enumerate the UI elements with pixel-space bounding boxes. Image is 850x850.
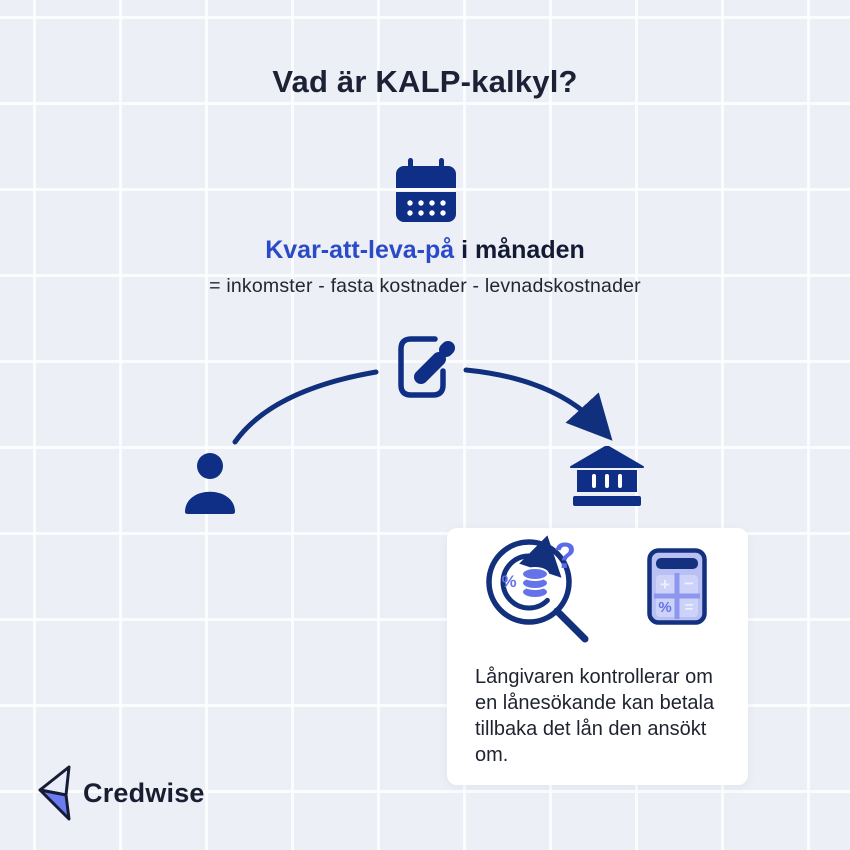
kalp-heading-rest: i månaden — [461, 236, 585, 264]
brand-footer: Credwise — [33, 764, 205, 822]
calc-equals-glyph: = — [685, 599, 694, 616]
calculator-icon: + − % = — [647, 548, 707, 625]
calendar-icon — [396, 158, 456, 222]
calc-percent-glyph: % — [658, 599, 671, 616]
person-icon — [185, 453, 235, 514]
calc-plus-glyph: + — [660, 575, 670, 594]
edit-note-icon — [398, 336, 455, 398]
loan-check-magnifier-icon: % ? — [486, 535, 589, 643]
lender-check-card: % ? + − % = Långivaren kontrollerar om e… — [447, 528, 748, 785]
bank-icon — [570, 446, 644, 506]
kalp-heading-highlight: Kvar-att-leva-på — [265, 236, 455, 264]
credwise-logo-icon — [38, 765, 71, 821]
page-title: Vad är KALP-kalkyl? — [272, 64, 578, 99]
kalp-equation: = inkomster - fasta kostnader - levnadsk… — [209, 275, 641, 297]
question-mark-glyph: ? — [554, 535, 576, 576]
kalp-heading: Kvar-att-leva-på i månaden — [0, 236, 850, 265]
coins-icon — [521, 567, 549, 599]
percent-glyph: % — [501, 572, 516, 591]
calc-minus-glyph: − — [684, 574, 694, 593]
brand-name: Credwise — [83, 777, 205, 808]
lender-check-text: Långivaren kontrollerar om en lånesökand… — [475, 666, 715, 766]
